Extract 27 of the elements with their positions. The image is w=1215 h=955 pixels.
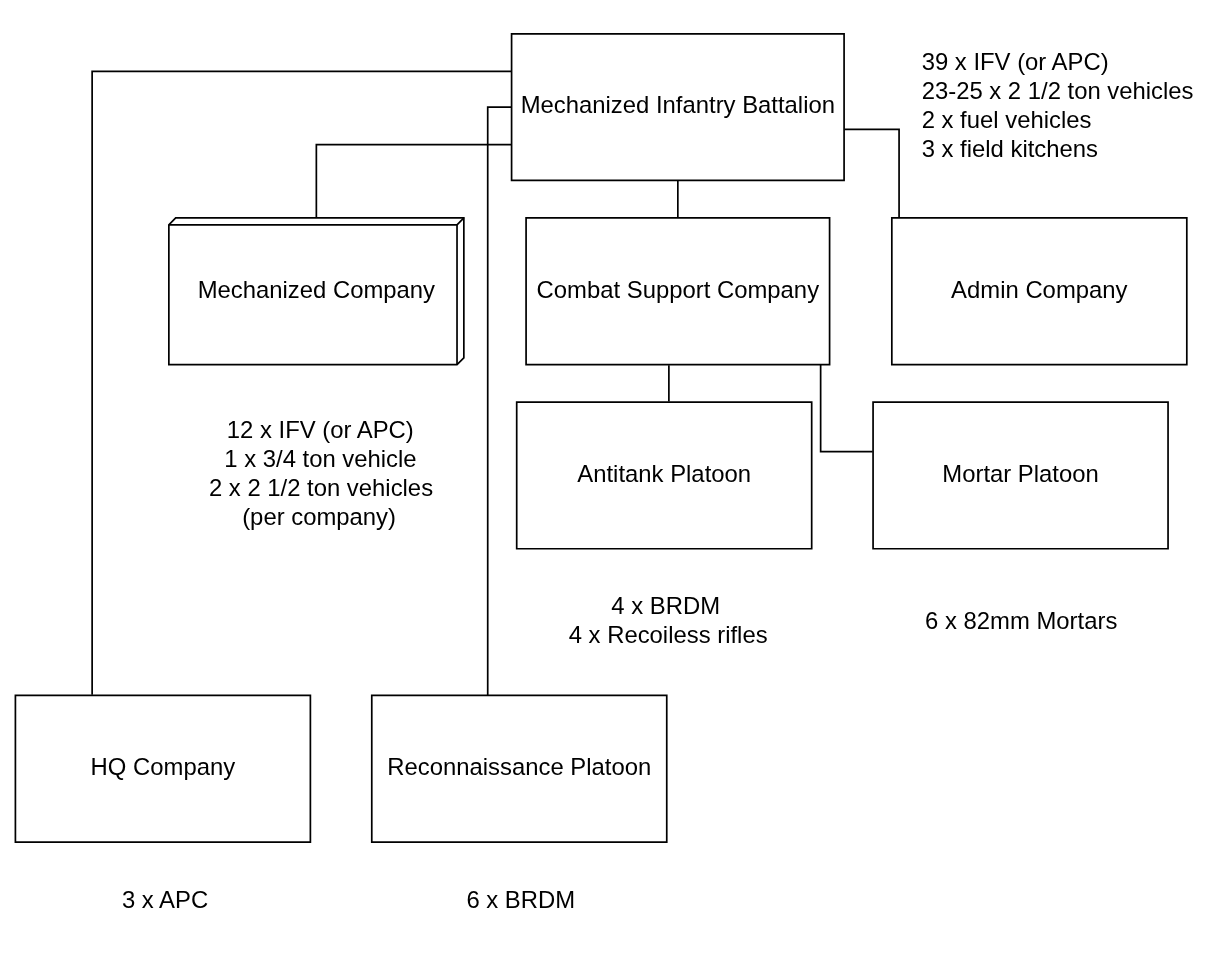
node-box: Admin Company bbox=[890, 216, 1188, 365]
connector bbox=[668, 363, 670, 402]
node-label: 6 x 82mm Mortars bbox=[925, 606, 1118, 634]
node-label: 6 x BRDM bbox=[466, 885, 576, 913]
node-label: 39 x IFV (or APC) bbox=[921, 47, 1109, 75]
node-label: 4 x Recoiless rifles bbox=[568, 620, 768, 648]
node-label: 12 x IFV (or APC) bbox=[226, 415, 414, 443]
connector bbox=[843, 127, 900, 219]
node-label: 3 x APC bbox=[121, 885, 209, 913]
connector bbox=[91, 69, 513, 696]
node-box: HQ Company bbox=[14, 694, 312, 843]
node-label: 4 x BRDM bbox=[611, 591, 721, 619]
connector bbox=[677, 179, 679, 218]
node-label: 2 x fuel vehicles bbox=[921, 105, 1092, 133]
node-label: 3 x field kitchens bbox=[921, 134, 1099, 162]
connector bbox=[819, 363, 874, 452]
node-box: Reconnaissance Platoon bbox=[370, 694, 668, 843]
node-box: Combat Support Company bbox=[525, 216, 831, 365]
node-label: 23-25 x 2 1/2 ton vehicles bbox=[921, 76, 1194, 104]
connector bbox=[315, 143, 513, 218]
node-label: 2 x 2 1/2 ton vehicles bbox=[208, 473, 434, 501]
node-box: Mortar Platoon bbox=[872, 400, 1169, 550]
node-label: 1 x 3/4 ton vehicle bbox=[224, 444, 417, 472]
node-box: Antitank Platoon bbox=[515, 400, 813, 550]
node-box: Mechanized Infantry Battalion bbox=[510, 32, 845, 181]
connector bbox=[486, 105, 512, 696]
node-label: (per company) bbox=[242, 502, 397, 530]
